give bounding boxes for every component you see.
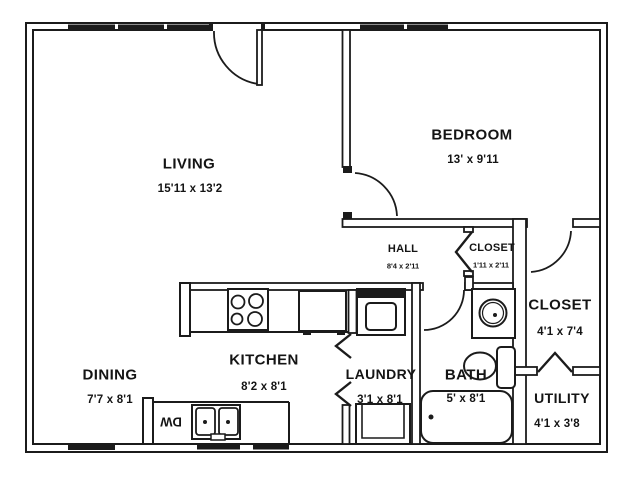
kitchen-label: KITCHEN — [229, 351, 299, 369]
bedroom-door-arc — [354, 172, 398, 217]
dining-label: DINING — [82, 366, 138, 384]
windows — [68, 24, 448, 450]
bifold-doors — [334, 231, 573, 407]
sink-center-fixture — [210, 433, 226, 441]
bedroom-dims: 13' x 9'11 — [447, 154, 499, 166]
window-segment — [167, 24, 211, 30]
kitchen-fixtures — [142, 282, 348, 445]
stove-burner-icon — [247, 311, 263, 327]
window-segment — [68, 445, 115, 450]
dishwasher-label: DW — [160, 414, 182, 430]
sink-drain-dot — [226, 420, 230, 424]
living-label: LIVING — [162, 155, 216, 173]
counter-end-cap — [142, 397, 154, 445]
closet-large-label: CLOSET — [528, 296, 592, 314]
closet-large-door-arc — [530, 230, 572, 273]
entry-door-panel — [256, 29, 263, 86]
counter-end-cap — [179, 282, 191, 337]
bath-fixtures — [420, 288, 516, 444]
closet-large-dims: 4'1 x 7'4 — [537, 326, 583, 338]
closet-small-label: CLOSET — [469, 242, 515, 254]
window-segment — [68, 24, 115, 30]
bath-label: BATH — [444, 366, 488, 384]
wall-bedroom-left — [341, 29, 351, 168]
laundry-dims: 3'1 x 8'1 — [357, 394, 403, 406]
entry-door-jamb — [209, 24, 213, 30]
living-dims: 15'11 x 13'2 — [157, 183, 223, 195]
entry-door-jamb — [261, 24, 265, 30]
counter-edge — [153, 401, 290, 444]
wall-closet-jamb-top — [463, 226, 474, 233]
bath-dims: 5' x 8'1 — [446, 393, 486, 405]
sink-drain-dot — [203, 420, 207, 424]
bath-door-arc — [423, 289, 465, 331]
toilet-bowl-icon — [463, 351, 497, 381]
window-segment — [360, 24, 404, 30]
cabinet-icon — [298, 290, 347, 332]
kitchen-dims: 8'2 x 8'1 — [241, 381, 287, 393]
doors — [213, 29, 572, 331]
dryer-inner-line — [361, 404, 405, 439]
toilet-tank-icon — [496, 346, 516, 389]
bedroom-door-jamb — [343, 166, 352, 173]
hall-label: HALL — [387, 243, 419, 255]
wall-bedroom-bottom — [341, 218, 528, 228]
vanity-sink-drain-dot — [493, 313, 497, 317]
dining-dims: 7'7 x 8'1 — [87, 394, 133, 406]
window-segment — [407, 24, 448, 30]
bedroom-door-jamb — [343, 212, 352, 219]
exterior-walls — [25, 22, 608, 453]
bathtub-drain-dot — [428, 414, 434, 420]
wall-bedroom-bottom-stub — [572, 218, 601, 228]
closet-small-bifold-icon — [454, 231, 473, 273]
wall-utility-top-left — [512, 366, 538, 376]
vanity-sink-inner-ring — [481, 301, 505, 325]
wall-utility-top-right — [572, 366, 601, 376]
utility-bifold-icon — [537, 351, 573, 373]
utility-dims: 4'1 x 3'8 — [534, 418, 580, 430]
wall-bath-door-stub — [464, 276, 474, 291]
wall-closet-jamb-bottom — [463, 270, 474, 277]
stove-burner-icon — [248, 293, 264, 309]
laundry-fixtures — [355, 288, 411, 445]
laundry-label: LAUNDRY — [345, 366, 417, 382]
laundry-bifold-upper-icon — [334, 333, 352, 359]
stove-burner-icon — [230, 294, 246, 310]
wall-laundry-left-lower — [341, 404, 351, 445]
bathtub-icon — [420, 390, 513, 444]
washer-lid-icon — [365, 302, 397, 331]
laundry-bifold-lower-icon — [334, 381, 352, 407]
window-segment — [253, 444, 289, 450]
window-segment — [118, 24, 164, 30]
entry-door-arc — [213, 30, 259, 85]
wall-laundry-bath-divider — [411, 282, 421, 445]
exterior-wall-outer-line — [25, 22, 608, 453]
washer-control-panel — [356, 288, 406, 298]
closet-small-dims: 1'11 x 2'11 — [472, 260, 510, 270]
utility-label: UTILITY — [534, 390, 590, 406]
bedroom-label: BEDROOM — [431, 126, 513, 144]
stove-burner-icon — [230, 312, 244, 326]
wall-kitchen-laundry-divider — [347, 289, 358, 334]
door-jambs — [209, 24, 352, 219]
window-segment — [197, 444, 240, 450]
hall-dims: 8'4 x 2'11 — [386, 261, 420, 271]
exterior-wall-inner-line — [32, 29, 601, 445]
